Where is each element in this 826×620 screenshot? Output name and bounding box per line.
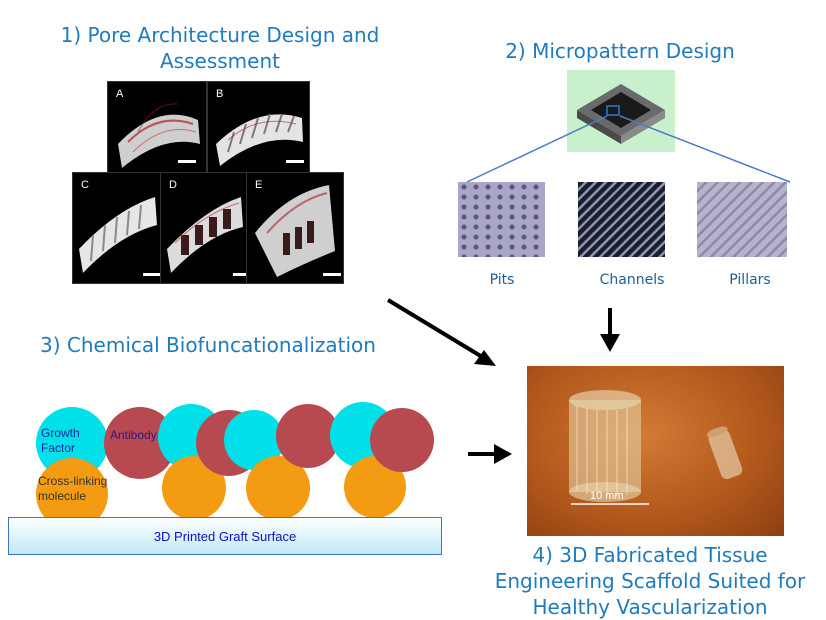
- scaffold-title: 4) 3D Fabricated Tissue Engineering Scaf…: [494, 543, 806, 619]
- pore-panel-e: E: [246, 172, 344, 284]
- pattern-label-pits: Pits: [489, 272, 515, 288]
- crosslinking-label: Cross-linking molecule: [38, 474, 108, 503]
- pore-panel-c: C: [72, 172, 162, 284]
- scale-bar-label: 10 mm: [590, 490, 624, 502]
- graft-surface: 3D Printed Graft Surface: [8, 517, 442, 555]
- pore-panel-a: A: [107, 81, 207, 173]
- pattern-pits-image: [458, 182, 545, 257]
- circle-red-4: [370, 408, 434, 472]
- pore-panel-b: B: [207, 81, 310, 173]
- pattern-channels-image: [578, 182, 665, 257]
- panel-letter-e: E: [255, 179, 263, 191]
- scaffold-photo: 10 mm: [527, 366, 784, 536]
- growth-factor-label: Growth Factor: [41, 426, 80, 455]
- panel-letter-a: A: [116, 88, 124, 100]
- circle-red-3: [276, 404, 340, 468]
- pattern-label-channels: Channels: [599, 272, 665, 288]
- chemical-title: 3) Chemical Biofuncationalization: [40, 333, 376, 357]
- panel-letter-c: C: [81, 179, 89, 191]
- micropattern-title: 2) Micropattern Design: [505, 39, 735, 63]
- panel-letter-d: D: [169, 179, 177, 191]
- pattern-label-pillars: Pillars: [729, 272, 771, 288]
- micropattern-device: [567, 70, 675, 152]
- pore-panel-d: D: [160, 172, 248, 284]
- graft-surface-label: 3D Printed Graft Surface: [153, 528, 297, 544]
- pore-architecture-title: 1) Pore Architecture Design and Assessme…: [60, 23, 380, 73]
- pattern-pillars-image: [697, 182, 787, 257]
- antibody-label: Antibody: [110, 428, 157, 442]
- panel-letter-b: B: [216, 88, 224, 100]
